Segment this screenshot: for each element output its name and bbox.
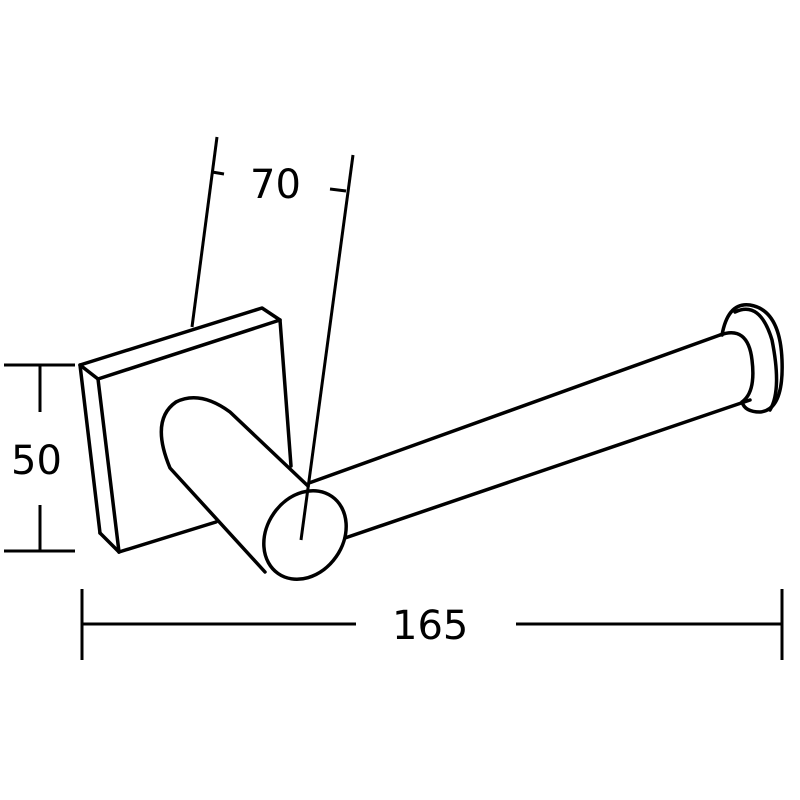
dimension-height-label: 50 — [11, 438, 62, 484]
wall-plate — [78, 306, 293, 554]
arm-end-cap — [262, 489, 348, 581]
dimension-width-label: 165 — [392, 603, 468, 649]
roll-bar — [307, 331, 755, 540]
arm-stem — [159, 396, 310, 574]
dimension-depth-label: 70 — [250, 162, 301, 208]
roll-bar-end-disc — [720, 303, 784, 414]
dimension-depth: 70 — [190, 136, 355, 541]
dimension-width: 165 — [80, 589, 784, 660]
dimension-height: 50 — [4, 363, 75, 553]
